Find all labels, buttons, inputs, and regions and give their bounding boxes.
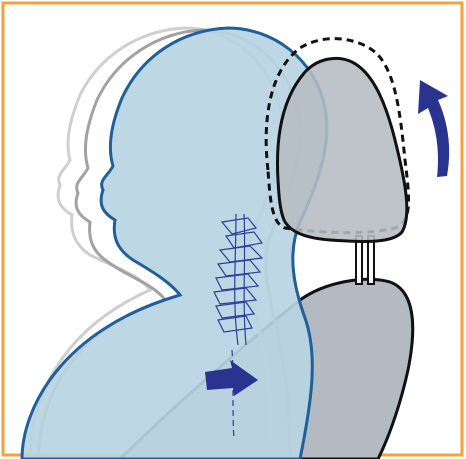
headrest-post-left	[356, 236, 362, 284]
headrest-post-right	[368, 236, 374, 284]
